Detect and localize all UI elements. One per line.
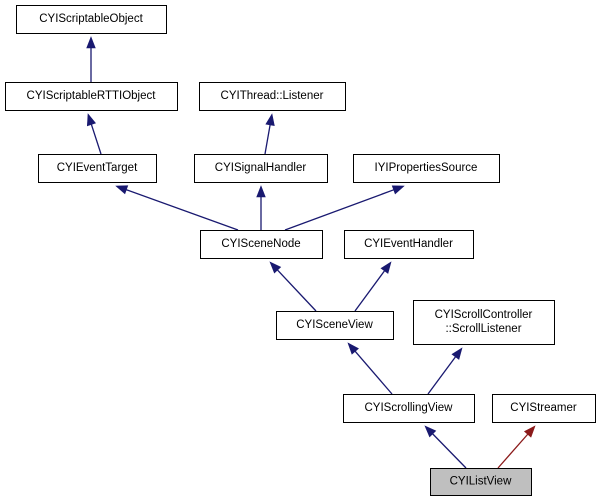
class-box[interactable]	[492, 394, 596, 423]
class-name-label: CYIStreamer	[510, 402, 577, 414]
edge-scenenode-to-eventtarget	[115, 185, 239, 231]
arrowhead-inherit	[347, 342, 359, 355]
nodes-layer: CYIScriptableObjectCYIScriptableRTTIObje…	[5, 5, 596, 496]
class-name-label: ::ScrollListener	[445, 323, 521, 335]
edge-line	[277, 269, 317, 312]
arrowhead-inherit	[451, 347, 463, 360]
edge-line	[284, 189, 394, 231]
class-node-scene-node[interactable]: CYISceneNode	[200, 230, 323, 259]
class-name-label: CYISignalHandler	[215, 162, 307, 174]
edge-line	[264, 124, 271, 155]
class-node-streamer[interactable]: CYIStreamer	[492, 394, 596, 423]
class-name-label: CYIEventHandler	[364, 238, 453, 250]
arrowhead-inherit	[86, 113, 96, 127]
edge-scenenode-to-propertiessource	[284, 185, 405, 231]
edge-line	[126, 189, 239, 231]
class-node-event-target[interactable]: CYIEventTarget	[38, 154, 157, 183]
class-node-properties-source[interactable]: IYIPropertiesSource	[353, 154, 500, 183]
edge-scenenode-to-signalhandler	[256, 185, 266, 230]
arrowhead-usage	[523, 425, 536, 438]
class-node-thread-listener[interactable]: CYIThread::Listener	[199, 82, 346, 111]
class-box[interactable]	[353, 154, 500, 183]
edge-line	[354, 270, 386, 312]
arrowhead-inherit	[380, 261, 392, 274]
edge-scrollingview-to-scrolllistener	[427, 347, 463, 395]
class-node-scene-view[interactable]: CYISceneView	[276, 311, 394, 340]
arrowhead-inherit	[115, 185, 129, 195]
edge-scrollingview-to-sceneview	[347, 342, 393, 395]
class-box[interactable]	[38, 154, 157, 183]
class-box[interactable]	[276, 311, 394, 340]
class-box[interactable]	[343, 394, 475, 423]
class-name-label: CYIScrollController	[435, 309, 533, 321]
class-box[interactable]	[16, 5, 167, 34]
arrowhead-inherit	[256, 185, 266, 198]
edge-listview-to-scrollingview	[424, 425, 467, 469]
class-node-event-handler[interactable]: CYIEventHandler	[344, 230, 474, 259]
edge-line	[432, 433, 467, 469]
edge-line	[497, 433, 529, 469]
class-box[interactable]	[430, 468, 532, 496]
class-name-label: CYIScrollingView	[365, 402, 454, 414]
class-box[interactable]	[200, 230, 323, 259]
class-node-scrolling-view[interactable]: CYIScrollingView	[343, 394, 475, 423]
edge-sceneview-to-scenenode	[269, 261, 317, 312]
edge-line	[427, 356, 456, 395]
arrowhead-inherit	[269, 261, 282, 274]
arrowhead-inherit	[265, 113, 275, 126]
class-box[interactable]	[344, 230, 474, 259]
edge-listview-to-streamer	[497, 425, 536, 469]
class-box[interactable]	[413, 300, 555, 345]
class-node-signal-handler[interactable]: CYISignalHandler	[194, 154, 328, 183]
class-name-label: CYISceneView	[296, 319, 373, 331]
edge-eventtarget-to-rtti	[86, 113, 102, 155]
class-box[interactable]	[194, 154, 328, 183]
class-box[interactable]	[199, 82, 346, 111]
edge-rtti-to-object	[86, 36, 96, 82]
class-node-list-view[interactable]: CYIListView	[430, 468, 532, 496]
edges-layer	[86, 36, 536, 469]
class-name-label: CYIThread::Listener	[221, 90, 324, 102]
class-node-scriptable-rtti-object[interactable]: CYIScriptableRTTIObject	[5, 82, 178, 111]
class-box[interactable]	[5, 82, 178, 111]
edge-signalhandler-to-threadlistener	[264, 113, 275, 155]
class-name-label: CYIEventTarget	[57, 162, 138, 174]
class-name-label: CYIScriptableObject	[39, 13, 143, 25]
class-name-label: CYIListView	[450, 476, 512, 488]
class-node-scriptable-object[interactable]: CYIScriptableObject	[16, 5, 167, 34]
class-name-label: CYIScriptableRTTIObject	[27, 90, 157, 102]
class-node-scroll-listener[interactable]: CYIScrollController::ScrollListener	[413, 300, 555, 345]
arrowhead-inherit	[86, 36, 96, 49]
class-name-label: CYISceneNode	[221, 238, 300, 250]
arrowhead-inherit	[424, 425, 437, 438]
edge-sceneview-to-eventhandler	[354, 261, 392, 312]
edge-line	[354, 350, 393, 395]
class-name-label: IYIPropertiesSource	[375, 162, 478, 174]
edge-line	[90, 124, 102, 155]
arrowhead-inherit	[391, 185, 405, 195]
